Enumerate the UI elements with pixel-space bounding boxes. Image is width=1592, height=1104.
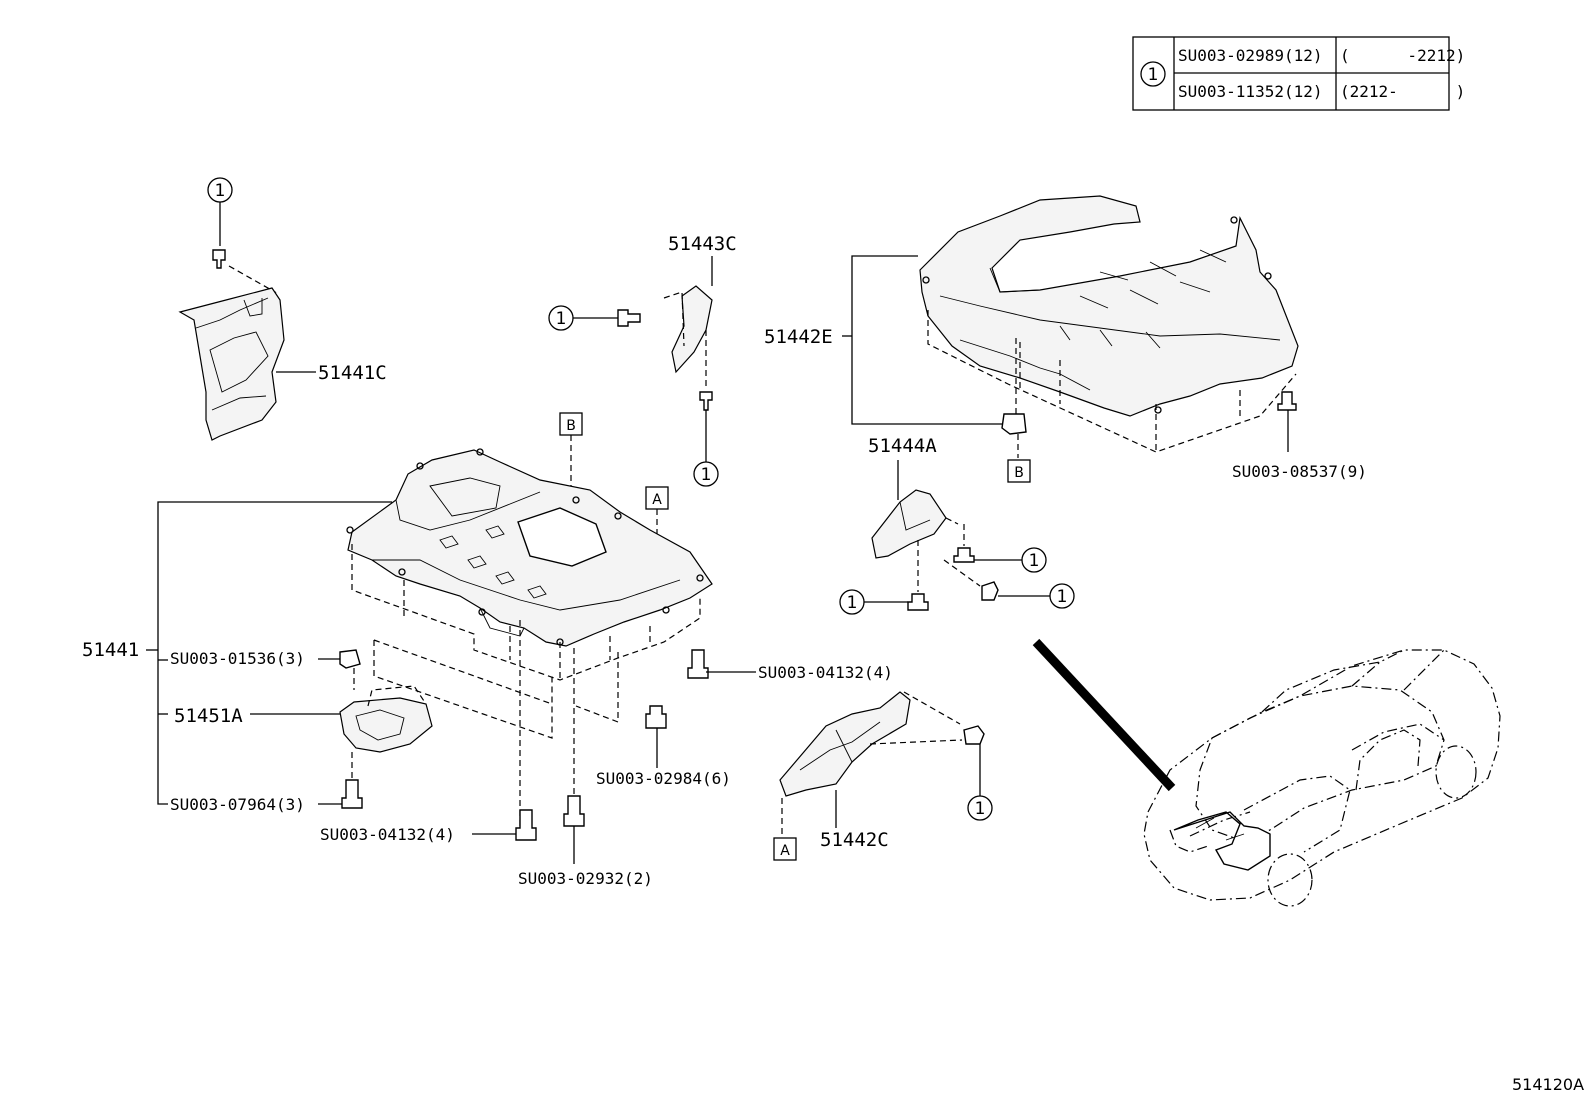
legend-row-1-part: SU003-02989(12) (1178, 46, 1323, 65)
svg-text:B: B (566, 418, 576, 434)
ref-box-a (773, 837, 797, 861)
clip-icon (907, 593, 929, 611)
part-51442e: 51442E B SU003-08537(9) (764, 195, 1367, 483)
label-51441c: 51441C (318, 362, 387, 384)
fasteners-51441: SU003-01536(3) 51451A SU003-07964(3) SU0… (170, 648, 893, 888)
callout-symbol-text: 1 (701, 465, 712, 485)
legend-table: 1 SU003-02989(12) ( -2212) SU003-11352(1… (1132, 36, 1465, 111)
clip-icon (212, 249, 226, 269)
part-51444a: 51444A 1 1 1 (839, 435, 1075, 615)
callout-symbol-text: 1 (975, 799, 986, 819)
clip-icon (1277, 391, 1297, 411)
car-locator-illustration (1032, 638, 1501, 907)
label-su003-02984: SU003-02984(6) (596, 769, 731, 788)
clip-icon (981, 581, 999, 601)
label-51451a: 51451A (174, 705, 243, 727)
legend-row-2-range: (2212- ) (1340, 82, 1465, 101)
part-51441: B A 51441 (82, 412, 713, 836)
clip-icon (963, 725, 985, 745)
diagram-id: 514120A (1512, 1075, 1584, 1094)
clip-icon (617, 309, 641, 327)
cover-51451a (339, 697, 433, 753)
callout-symbol-text: 1 (847, 593, 858, 613)
label-51441: 51441 (82, 639, 139, 661)
label-su003-02932: SU003-02932(2) (518, 869, 653, 888)
ref-box-b-letter: B (1014, 465, 1024, 481)
locator-arrow (1032, 638, 1176, 792)
callout-symbol-text: 1 (1057, 587, 1068, 607)
part-51443c: 51443C 1 1 (548, 233, 737, 487)
bolt-icon (563, 795, 585, 827)
svg-text:A: A (652, 492, 662, 508)
label-su003-04132-a: SU003-04132(4) (758, 663, 893, 682)
bolt-icon (515, 809, 537, 841)
label-51442e: 51442E (764, 326, 833, 348)
label-51442c: 51442C (820, 829, 889, 851)
bolt-icon (699, 391, 713, 411)
label-su003-04132-b: SU003-04132(4) (320, 825, 455, 844)
callout-symbol-text: 1 (215, 181, 226, 201)
clip-icon (953, 547, 975, 563)
clip-icon (645, 705, 667, 729)
label-51443c: 51443C (668, 233, 737, 255)
nut-icon (339, 649, 361, 669)
locator-highlight-part (1173, 811, 1271, 871)
label-su003-01536: SU003-01536(3) (170, 649, 305, 668)
label-su003-08537: SU003-08537(9) (1232, 462, 1367, 481)
label-su003-07964: SU003-07964(3) (170, 795, 305, 814)
nut-icon (1001, 413, 1027, 435)
legend-symbol-text: 1 (1148, 65, 1159, 85)
part-51442c: 1 A 51442C (773, 691, 993, 861)
bolt-icon (687, 649, 709, 679)
ref-box-a-letter: A (780, 843, 790, 859)
legend-row-1-range: ( -2212) (1340, 46, 1465, 65)
legend-callout-symbol (1140, 61, 1166, 87)
legend-row-2-part: SU003-11352(12) (1178, 82, 1323, 101)
label-51444a: 51444A (868, 435, 937, 457)
bolt-icon (341, 779, 363, 809)
ref-box-b (1007, 459, 1031, 483)
callout-symbol-text: 1 (1029, 551, 1040, 571)
callout-symbol-text: 1 (556, 309, 567, 329)
part-51441c: 1 51441C (178, 177, 387, 441)
